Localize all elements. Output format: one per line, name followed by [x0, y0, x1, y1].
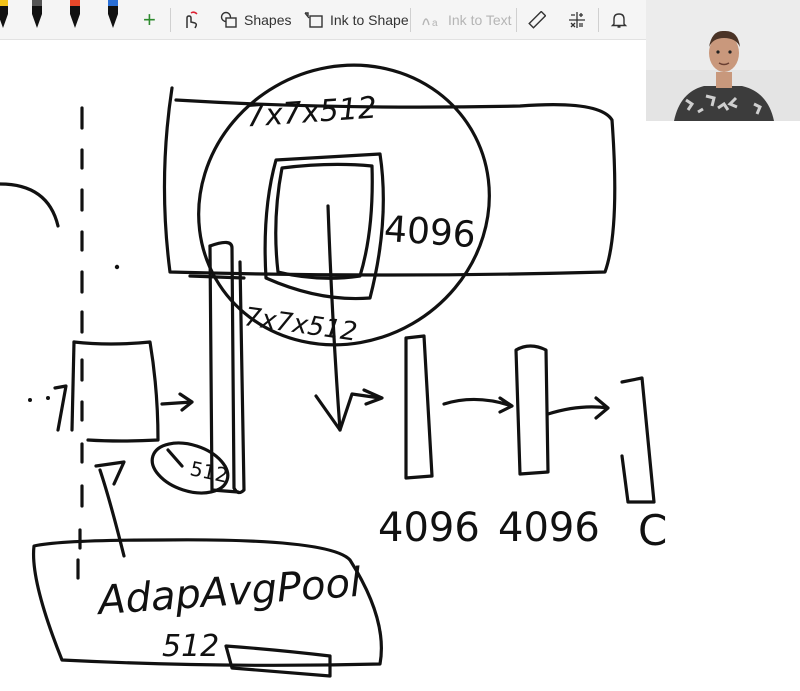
presenter-avatar [646, 0, 800, 121]
classes-label: C [638, 506, 668, 555]
ink-toolbar: + Shapes Ink to Shape a Ink to Text [0, 0, 646, 40]
left-arc-stroke [0, 182, 60, 228]
fc1-label: 4096 [378, 505, 480, 551]
tall-feature-bar [208, 240, 246, 495]
touch-writing-button[interactable] [180, 6, 200, 34]
shapes-label: Shapes [244, 12, 292, 28]
pool-ellipse [150, 441, 230, 495]
math-icon [569, 12, 585, 28]
shapes-button[interactable]: Shapes [220, 6, 291, 34]
add-pen-button[interactable]: + [143, 7, 156, 32]
pen-yellow-icon[interactable] [0, 0, 10, 30]
tall-feature-bar-edge [208, 244, 240, 494]
pool-output-bar [224, 644, 332, 678]
ruler-icon [528, 11, 546, 29]
svg-text:a: a [432, 18, 438, 29]
down-arrow-shaft [326, 204, 342, 432]
pen-black-icon[interactable] [30, 0, 44, 30]
webcam-video [646, 0, 800, 121]
arrow-fc2-classifier [546, 396, 610, 420]
dot-mark [46, 396, 50, 400]
ink-to-shape-icon [304, 12, 323, 28]
feature-map-box [162, 86, 617, 277]
fc2-bar [514, 344, 550, 476]
fc2-label: 4096 [498, 505, 600, 551]
ink-to-text-button[interactable]: a Ink to Text [420, 6, 512, 34]
ink-to-shape-button[interactable]: Ink to Shape [304, 6, 409, 34]
pool-box [31, 538, 383, 667]
top-dims-label: 7x7x512 [244, 90, 378, 135]
notifications-button[interactable] [610, 6, 628, 34]
pool-out-label: 512 [162, 629, 220, 664]
fc1-bar [404, 334, 434, 480]
dot-mark [28, 398, 32, 402]
toolbar-divider [410, 8, 411, 32]
kernel-square-inner [274, 162, 374, 280]
classifier-bar [620, 376, 656, 504]
ink-to-shape-label: Ink to Shape [330, 12, 409, 28]
toolbar-divider [598, 8, 599, 32]
ink-to-text-icon: a [422, 18, 438, 29]
input-block-edge [70, 340, 76, 432]
bell-icon [610, 13, 628, 28]
pool-ellipse-tick [166, 448, 184, 468]
ruler-button[interactable] [528, 6, 546, 34]
ink-to-text-label: Ink to Text [448, 12, 512, 28]
pen-blue-icon[interactable] [106, 0, 120, 30]
toolbar-divider [170, 8, 171, 32]
input-block [72, 340, 160, 443]
math-button[interactable] [568, 6, 586, 34]
down-arrow-head [314, 388, 384, 432]
connector-line [188, 274, 246, 280]
toolbar-divider [516, 8, 517, 32]
zoom-ellipse [197, 63, 491, 347]
touch-writing-icon [186, 11, 198, 29]
pen-red-icon[interactable] [68, 0, 82, 30]
dashed-divider [76, 106, 84, 580]
shapes-icon [220, 11, 237, 28]
arrow-stroke [53, 384, 68, 432]
curved-arrow [94, 460, 126, 558]
dot-mark [114, 264, 120, 270]
right-arrow-small [160, 392, 194, 412]
arrow-fc1-fc2 [442, 396, 514, 414]
top-units-label: 4096 [382, 208, 477, 257]
